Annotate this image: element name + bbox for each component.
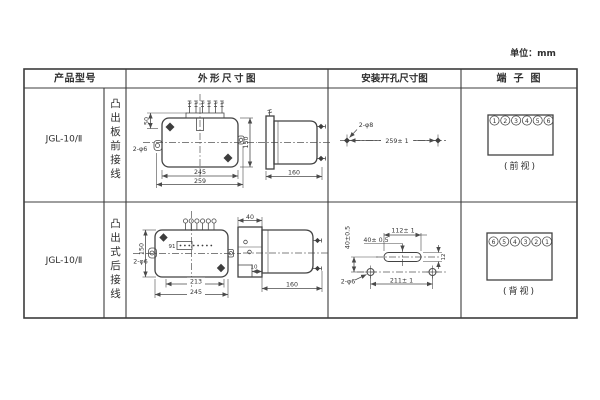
dim-150: 150	[243, 136, 250, 148]
dim-hole: 2-φ6	[133, 146, 147, 153]
terminal-number: 5	[536, 118, 540, 125]
mount-hole-marker	[216, 263, 226, 273]
mount-hole-marker	[159, 233, 168, 242]
terminal-pins	[187, 100, 225, 113]
dim-10: 10	[251, 265, 258, 271]
terminal-number: 4	[525, 118, 529, 125]
header-outline: 外形尺寸图	[197, 73, 258, 85]
mount-hole-marker	[165, 122, 175, 132]
dim-259: 259	[194, 178, 206, 185]
view-label-front: (前视)	[504, 160, 537, 172]
hole-label: 2-φ6	[341, 279, 355, 286]
row1-install-drawing: 259± 1 2-φ8	[340, 122, 446, 147]
dim-slot: 91	[169, 244, 176, 250]
slot-hole	[383, 252, 422, 262]
dim-150: 150	[139, 243, 146, 255]
table-grid	[23, 68, 578, 319]
dim-40h: 40± 0.5	[363, 237, 388, 244]
row1-terminal-diagram: 1 2 3 4 5 6 (前视)	[487, 114, 554, 172]
view-label-rear: (背视)	[503, 285, 536, 297]
dim-160: 160	[288, 170, 300, 177]
dim-hole: 2-φ6	[133, 259, 147, 266]
header-install: 安装开孔尺寸图	[361, 73, 428, 85]
dim-245: 245	[194, 169, 206, 176]
dim-40: 40	[246, 214, 254, 221]
dim-211: 211± 1	[390, 278, 413, 285]
row2-wiring-label: 凸出式后接线	[109, 218, 121, 302]
row1-outline-drawing: 50 2-φ6 150 245 259	[133, 94, 257, 188]
terminal-number: 2	[534, 239, 538, 246]
terminal-number: 3	[524, 239, 528, 246]
terminal-number: 3	[514, 118, 518, 125]
row2-model: JGL-10/Ⅱ	[45, 256, 83, 266]
terminal-number: 1	[545, 239, 549, 246]
unit-label: 单位：mm	[510, 47, 556, 59]
row2-outline-drawing: 91 2-φ6 150 213 245	[133, 211, 241, 298]
terminal-number: 5	[502, 239, 506, 246]
dim-12: 12	[441, 254, 447, 261]
row1-wiring-label: 凸出板前接线	[109, 98, 121, 182]
row2-terminal-diagram: 6 5 4 3 2 1 (背视)	[486, 232, 553, 297]
dim-112: 112± 1	[391, 228, 414, 235]
dim-213: 213	[190, 279, 202, 286]
dim-160: 160	[286, 282, 298, 289]
hole-label: 2-φ8	[359, 122, 373, 129]
dim-50: 50	[144, 117, 151, 125]
terminal-number: 6	[492, 239, 496, 246]
row1-model: JGL-10/Ⅱ	[45, 135, 83, 145]
header-model: 产品型号	[54, 72, 96, 85]
terminal-dots	[179, 244, 213, 247]
dim-40v: 40±0.5	[345, 226, 352, 249]
dim-245: 245	[190, 289, 202, 296]
row1-side-view: 160	[258, 109, 330, 180]
header-terminal: 端子图	[497, 72, 548, 85]
terminal-number: 2	[503, 118, 507, 125]
terminal-number: 4	[513, 239, 517, 246]
dim-259-1: 259± 1	[385, 138, 408, 145]
coil-terminals	[182, 218, 217, 230]
row2-side-view: 40 10 160	[237, 214, 329, 292]
terminal-number: 6	[547, 118, 551, 125]
terminal-number: 1	[493, 118, 497, 125]
mount-hole-marker	[223, 153, 233, 163]
row2-install-drawing: 112± 1 40± 0.5 40±0.5 12 211± 1 2-φ6	[341, 226, 447, 289]
